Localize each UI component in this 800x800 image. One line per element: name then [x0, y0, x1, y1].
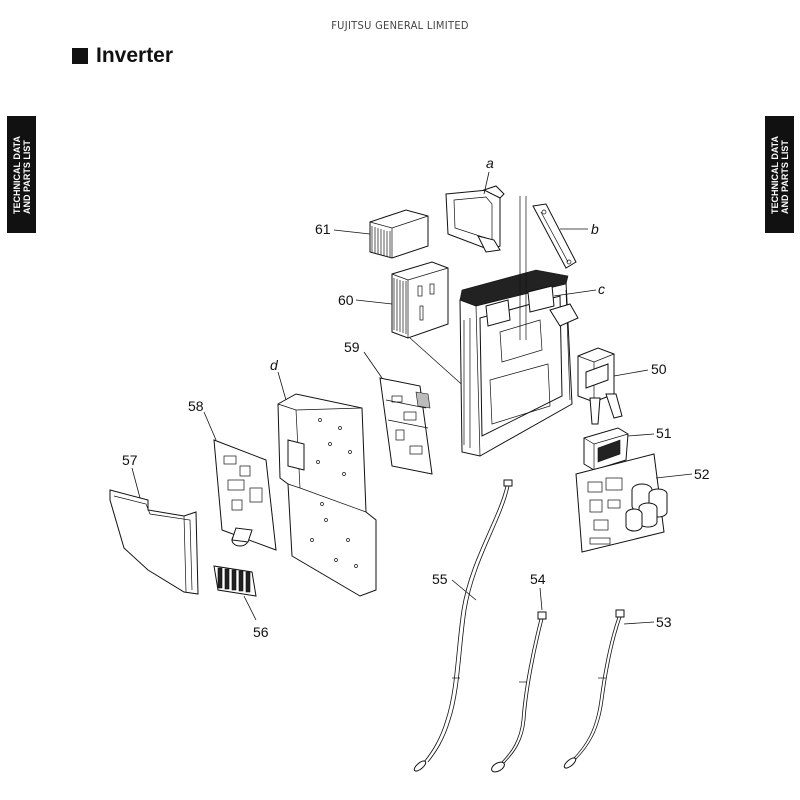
part-61-heatsink: 61 [315, 209, 429, 259]
callout-a: a [486, 155, 494, 171]
side-tab-left: TECHNICAL DATA AND PARTS LIST [7, 116, 36, 233]
part-58-pcb: 58 [188, 398, 277, 551]
part-51-board: 51 [583, 425, 672, 471]
section-heading: Inverter [72, 44, 173, 68]
callout-50: 50 [651, 361, 667, 377]
part-56-terminal-block: 56 [213, 565, 269, 640]
callout-b: b [591, 221, 599, 237]
callout-58: 58 [188, 398, 204, 414]
part-50-reactor: 50 [577, 347, 667, 425]
part-54-thermistor: 54 [491, 571, 547, 773]
part-52-pcb: 52 [575, 453, 710, 553]
part-57-cover: 57 [109, 452, 199, 595]
callout-57: 57 [122, 452, 138, 468]
callout-59: 59 [344, 339, 360, 355]
callout-60: 60 [338, 292, 354, 308]
callout-53: 53 [656, 614, 672, 630]
callout-54: 54 [530, 571, 546, 587]
part-a-bracket: a [445, 155, 505, 253]
section-title: Inverter [96, 44, 174, 67]
callout-c: c [598, 281, 605, 297]
part-d-panel: d [270, 357, 377, 597]
callout-51: 51 [656, 425, 672, 441]
part-b-strap: b [532, 203, 599, 269]
part-59-pcb: 59 [344, 339, 433, 475]
callout-52: 52 [694, 466, 710, 482]
callout-56: 56 [253, 624, 269, 640]
part-53-thermistor: 53 [563, 609, 672, 769]
callout-d: d [270, 357, 279, 373]
part-55-thermistor: 55 [413, 479, 513, 772]
callout-61: 61 [315, 221, 331, 237]
section-bullet-square-icon [72, 48, 88, 64]
part-c-frame: c [459, 196, 605, 457]
callout-55: 55 [432, 571, 448, 587]
part-60-heatsink: 60 [338, 261, 469, 391]
company-header: FUJITSU GENERAL LIMITED [331, 19, 469, 32]
side-tab-right: TECHNICAL DATA AND PARTS LIST [765, 116, 794, 233]
